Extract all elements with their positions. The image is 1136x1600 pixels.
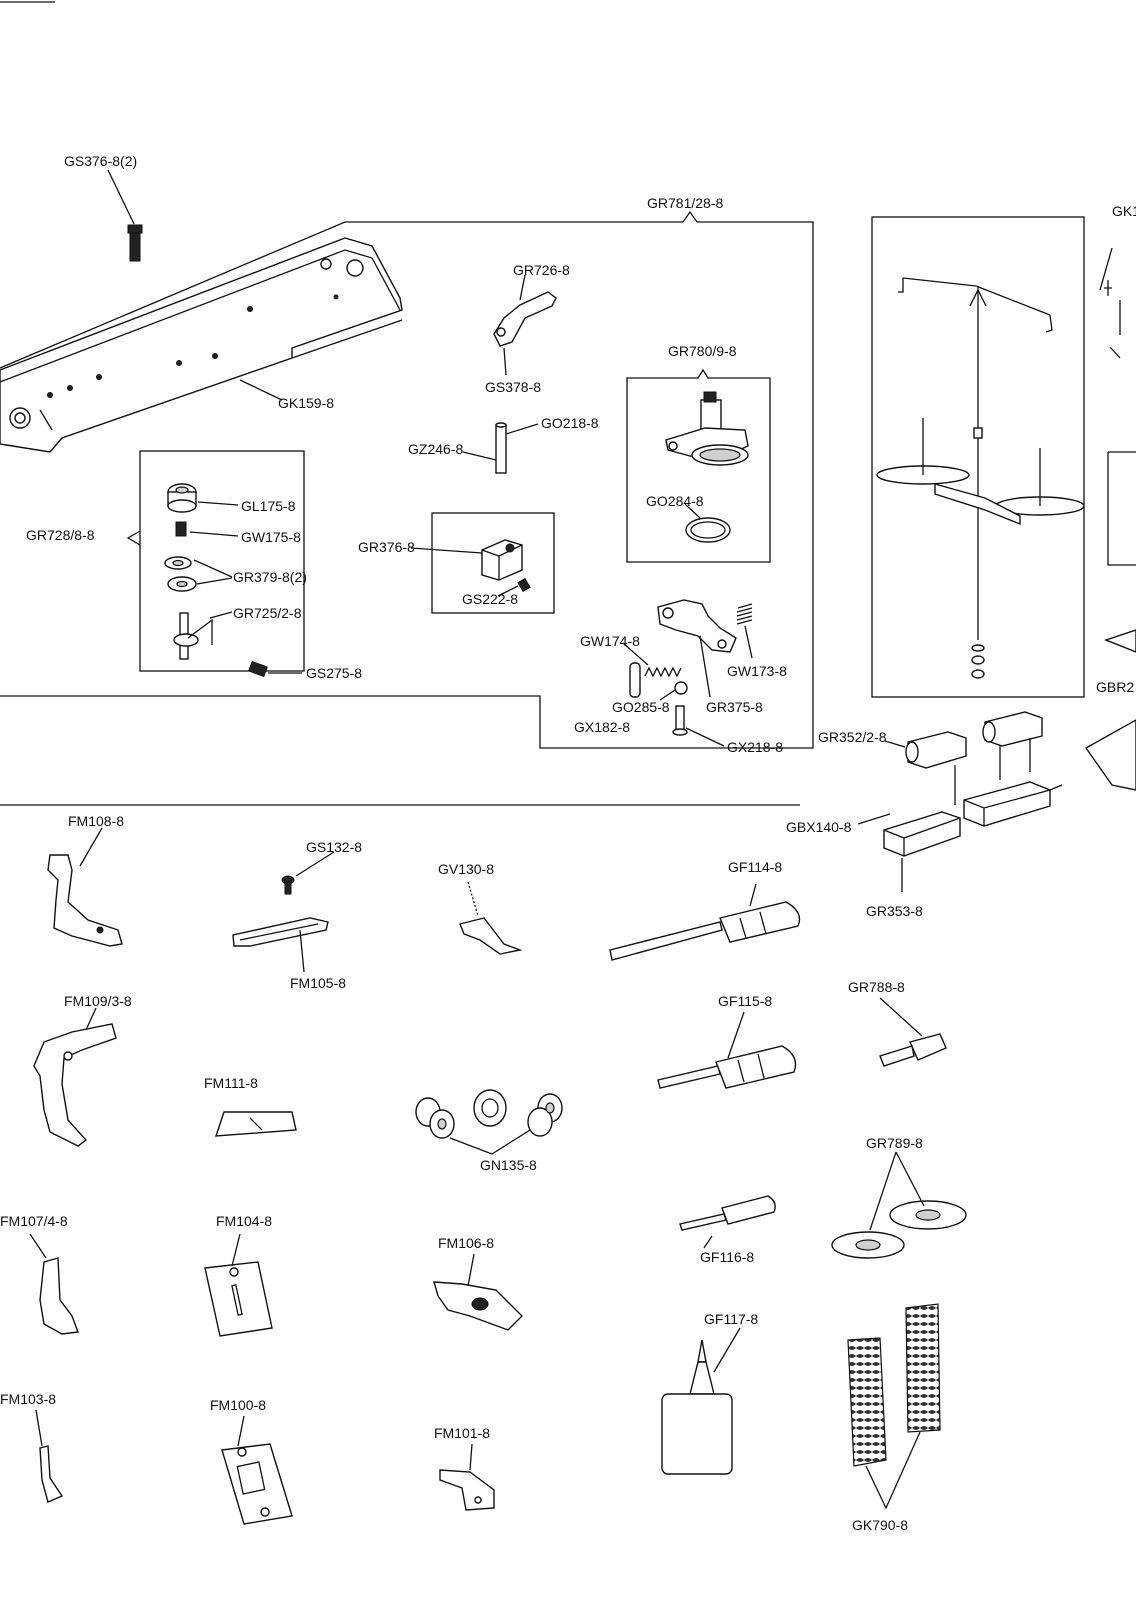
gs132-screw [281,851,335,895]
gv130-blade [459,881,523,955]
label-gr726: GR726-8 [513,262,570,278]
gr376-group-frame [431,512,555,614]
label-gx182: GX182-8 [574,719,630,735]
label-gr376: GR376-8 [358,539,415,555]
label-fm109: FM109/3-8 [64,993,132,1009]
label-gbx140: GBX140-8 [786,819,852,835]
gs376-screw [107,169,143,262]
fm111-cover-plate [215,1111,297,1137]
label-gf114: GF114-8 [728,859,782,875]
gs275-screw [248,660,302,678]
gr352-spool-holder [884,711,1043,805]
gf116-screwdriver [679,1195,776,1249]
gr789-tension-discs [831,1151,967,1259]
label-gs132: GS132-8 [306,839,362,855]
label-gx218: GX218-8 [727,739,783,755]
label-gr728: GR728/8-8 [26,527,95,543]
thread-stand-frame [871,216,1085,698]
gk790-brushes [847,1303,941,1510]
label-gr788: GR788-8 [848,979,905,995]
gn135-spools [415,1089,563,1155]
fm104-needle-plate [204,1233,273,1337]
gf115-screwdriver [657,1011,797,1089]
label-gs378: GS378-8 [485,379,541,395]
thread-stand [876,277,1085,679]
fm105-needle-guard [232,917,329,973]
label-gf116: GF116-8 [700,1249,754,1265]
label-gl175: GL175-8 [241,498,296,514]
part-labels: GS376-8(2) GR781/28-8 GK1 GR726-8 GS378-… [0,153,1136,1533]
gf117-oil-bottle [661,1327,741,1475]
label-gk-top: GK1 [1112,203,1136,219]
label-fm108: FM108-8 [68,813,124,829]
fm109-presser-foot [33,1007,117,1147]
fm108-presser-foot [47,827,123,947]
label-gbr: GBR2 [1096,679,1134,695]
label-gr780: GR780/9-8 [668,343,737,359]
label-fm103: FM103-8 [0,1391,56,1407]
label-gr352: GR352/2-8 [818,729,887,745]
gr728-group-frame [139,450,305,672]
label-gr789: GR789-8 [866,1135,923,1151]
label-gr375: GR375-8 [706,699,763,715]
fm103-presser-foot [35,1409,64,1503]
label-gv130: GV130-8 [438,861,494,877]
label-fm106: FM106-8 [438,1235,494,1251]
label-go218: GO218-8 [541,415,599,431]
gr728-group-parts [164,483,239,660]
label-fm107: FM107/4-8 [0,1213,68,1229]
label-go285: GO285-8 [612,699,670,715]
label-gk159: GK159-8 [278,395,334,411]
label-fm111: FM111-8 [204,1075,258,1091]
label-fm101: FM101-8 [434,1425,490,1441]
fm100-needle-plate [221,1415,293,1525]
label-fm100: FM100-8 [210,1397,266,1413]
label-gw173: GW173-8 [727,663,787,679]
gr353-base [857,781,1063,892]
gf114-screwdriver [609,883,801,961]
gr376-block [410,539,531,597]
label-gf117: GF117-8 [704,1311,758,1327]
gz246-pin [462,422,539,474]
label-gr781: GR781/28-8 [647,195,723,211]
fm107-presser-foot [29,1233,79,1335]
fm101-presser-foot [439,1443,495,1511]
right-edge-parts [1084,247,1136,791]
label-fm104: FM104-8 [216,1213,272,1229]
label-gs275: GS275-8 [306,665,362,681]
gr780-group-frame [626,368,771,563]
gk159-bed-plate [0,237,403,453]
gr780-mechanism [665,391,749,543]
label-gn135: GN135-8 [480,1157,537,1173]
label-gr379: GR379-8(2) [233,569,307,585]
label-gz246: GZ246-8 [408,441,463,457]
gr375-plate [622,599,753,747]
gr728-bracket [126,530,141,546]
label-fm105: FM105-8 [290,975,346,991]
label-gr725: GR725/2-8 [233,605,302,621]
gr788-key [879,997,947,1067]
label-go284: GO284-8 [646,493,704,509]
label-gw174: GW174-8 [580,633,640,649]
fm106-presser-foot [433,1253,523,1331]
gr781-group-frame [0,210,814,749]
label-gr353: GR353-8 [866,903,923,919]
label-gs376: GS376-8(2) [64,153,137,169]
gr726-lever [493,274,557,376]
label-gf115: GF115-8 [718,993,772,1009]
label-gs222: GS222-8 [462,591,518,607]
label-gk790: GK790-8 [852,1517,908,1533]
label-gw175: GW175-8 [241,529,301,545]
